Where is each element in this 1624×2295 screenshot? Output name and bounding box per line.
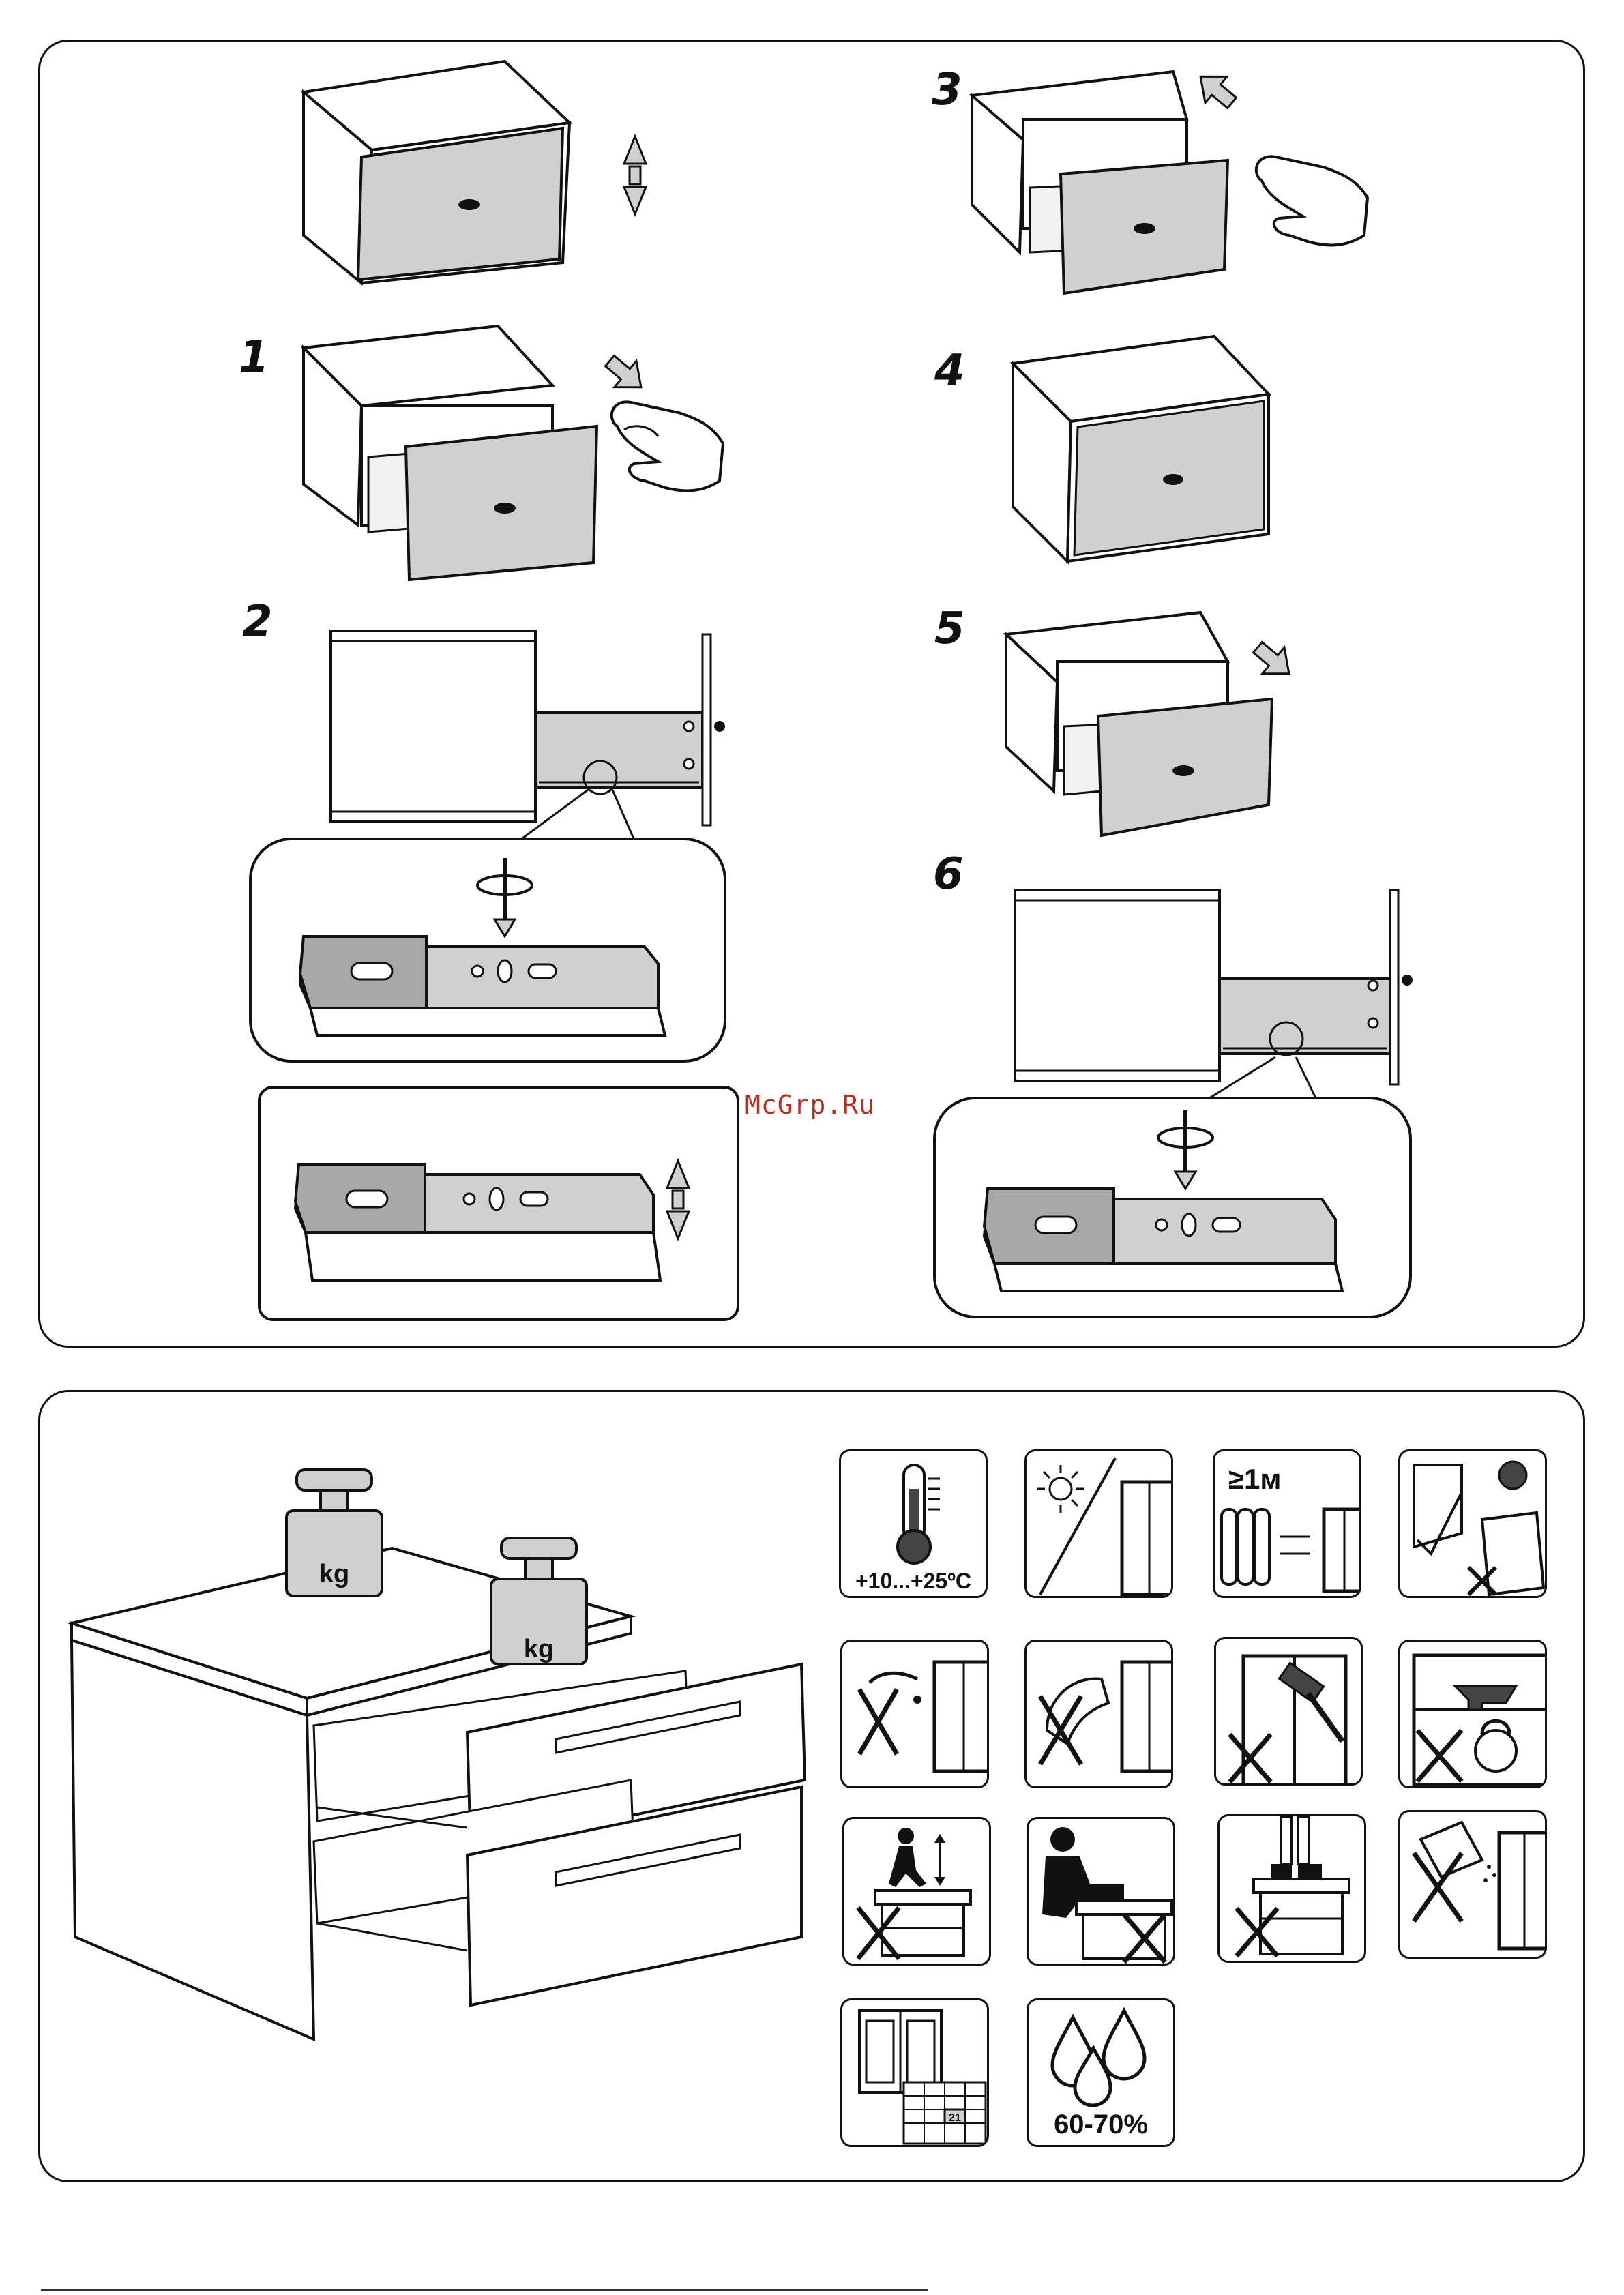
pictogram-no-water: [840, 1640, 989, 1788]
temperature-range-label: +10...+25ºC: [841, 1569, 986, 1594]
hand-icon: [1256, 156, 1368, 245]
tilted-wardrobe-icon: [1468, 1513, 1544, 1595]
water-drops-icon: [1052, 2011, 1145, 2105]
pictogram-no-heavy-load: [1398, 1640, 1547, 1788]
step-number-5: 5: [934, 607, 965, 651]
distance-label: ≥1м: [1228, 1463, 1281, 1495]
pull-arrow-icon: [1247, 634, 1300, 687]
pictogram-no-abrasive-cleaning: [1024, 1640, 1173, 1788]
pictogram-level-installation: [1398, 1449, 1547, 1598]
wardrobe-icon: [1324, 1509, 1361, 1591]
weight-label-right: kg: [524, 1635, 554, 1663]
person-jumping-icon: [889, 1828, 926, 1887]
wardrobe-icon: [934, 1662, 989, 1771]
calendar-icon: 21: [904, 2082, 986, 2144]
humidity-range-label: 60-70%: [1029, 2109, 1173, 2140]
pictogram-no-standing: [1217, 1814, 1366, 1963]
radiator-icon: [1222, 1509, 1269, 1584]
step2-rail-adjust-detail: [258, 1086, 739, 1321]
level-wardrobe-icon: [1414, 1465, 1462, 1554]
step4-cabinet-closed-figure: [1006, 333, 1279, 565]
step-number-3: 3: [932, 68, 962, 112]
pictogram-no-hammer-on-glass: [1214, 1637, 1363, 1786]
pictogram-temperature: +10...+25ºC: [839, 1449, 988, 1598]
watermark-text: McGrp.Ru: [745, 1090, 875, 1120]
weight-kg-icon: kg: [286, 1470, 382, 1596]
calendar-day-label: 21: [949, 2112, 961, 2124]
pictogram-room-acclimatization: 21: [840, 1998, 989, 2147]
window-icon: [859, 2011, 941, 2092]
pictogram-no-direct-sunlight: [1024, 1449, 1173, 1598]
weight-kg-icon: kg: [491, 1538, 587, 1664]
step6-rail-screw-detail: [933, 1097, 1412, 1318]
spray-bottle-icon: [1421, 1822, 1496, 1882]
pictogram-no-chemicals: [1398, 1810, 1547, 1959]
zoom-connector-lines: [0, 0, 750, 887]
thermometer-icon: [898, 1465, 940, 1563]
step-number-6: 6: [933, 853, 964, 896]
push-arrow-icon: [1190, 63, 1243, 116]
wardrobe-icon: [1122, 1482, 1173, 1595]
wardrobe-icon: [1499, 1833, 1547, 1949]
wardrobe-icon: [1122, 1662, 1173, 1771]
nightstand-max-load-figure: kg kg: [65, 1460, 822, 2046]
footer-rule: [41, 2289, 928, 2291]
step3-drawer-insert-figure: [969, 65, 1391, 303]
pictogram-no-climbing: [842, 1817, 991, 1966]
step-number-4: 4: [934, 349, 965, 393]
sun-icon: [1037, 1465, 1084, 1513]
weight-label-left: kg: [319, 1560, 349, 1588]
step2-rail-screw-detail: [249, 838, 726, 1063]
person-standing-legs-icon: [1271, 1816, 1322, 1878]
pictogram-distance-from-heater: ≥1м: [1213, 1449, 1361, 1598]
pictogram-humidity: 60-70%: [1027, 1998, 1175, 2147]
pictogram-no-sitting: [1027, 1817, 1175, 1966]
step5-drawer-pull-figure: [1003, 607, 1323, 846]
